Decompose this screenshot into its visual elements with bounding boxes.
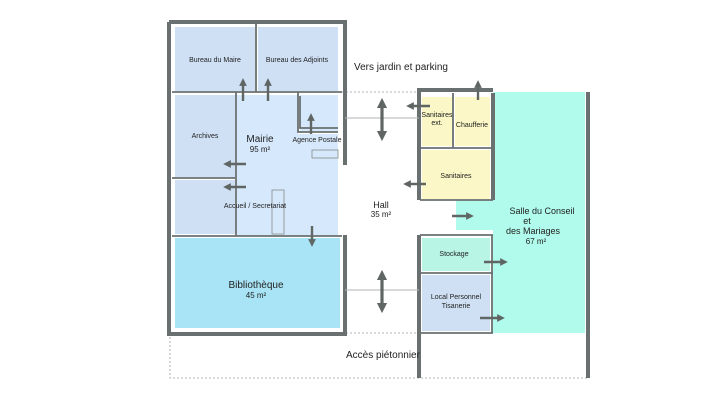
right-interior-walls bbox=[420, 93, 493, 334]
local-personnel-label: Local Personnel bbox=[431, 294, 482, 301]
right-building-walls bbox=[417, 88, 590, 378]
sanitaires-ext-label-2: ext. bbox=[431, 120, 442, 127]
salle-conseil-label-2: et bbox=[523, 216, 531, 226]
salle-conseil-label: Salle du Conseil bbox=[509, 206, 574, 216]
bibliotheque-area: 45 m² bbox=[246, 291, 267, 300]
sanitaires-ext-label: Sanitaires bbox=[421, 112, 453, 119]
stockage-room bbox=[422, 238, 490, 271]
agence-postale-label: Agence Postale bbox=[292, 137, 341, 144]
sanitaires-room bbox=[422, 150, 490, 199]
tisanerie-label: Tisanerie bbox=[442, 303, 471, 310]
bibliotheque-label: Bibliothèque bbox=[228, 280, 283, 291]
hall-area: 35 m² bbox=[371, 210, 392, 219]
left-building-walls bbox=[167, 20, 347, 336]
jardin-parking-label: Vers jardin et parking bbox=[354, 62, 448, 73]
site-boundary bbox=[169, 91, 588, 379]
chaufferie-room bbox=[455, 97, 490, 146]
mairie-room bbox=[237, 95, 338, 236]
acces-pietonnier-label: Accès piétonnier bbox=[346, 350, 421, 361]
stockage-label: Stockage bbox=[439, 251, 468, 258]
sanitaires-label: Sanitaires bbox=[440, 173, 472, 180]
bureau-adjoints-label: Bureau des Adjoints bbox=[266, 57, 329, 64]
salle-conseil-label-3: des Mariages bbox=[506, 226, 561, 236]
agence-postale-room bbox=[300, 95, 338, 132]
chaufferie-label: Chaufferie bbox=[456, 122, 488, 129]
postal-counter bbox=[311, 149, 339, 159]
hall-label: Hall bbox=[373, 200, 389, 210]
archives-label: Archives bbox=[192, 133, 219, 140]
salle-conseil-room bbox=[456, 92, 585, 333]
salle-conseil-area: 67 m² bbox=[526, 237, 547, 246]
bibliotheque-room bbox=[175, 238, 340, 328]
local-personnel-room bbox=[422, 275, 490, 331]
bureau-maire-label: Bureau du Maire bbox=[189, 57, 241, 64]
mairie-label: Mairie bbox=[246, 134, 274, 145]
mairie-area: 95 m² bbox=[250, 145, 271, 154]
accueil-label: Accueil / Secretariat bbox=[224, 203, 286, 210]
accueil-counter bbox=[271, 189, 285, 235]
